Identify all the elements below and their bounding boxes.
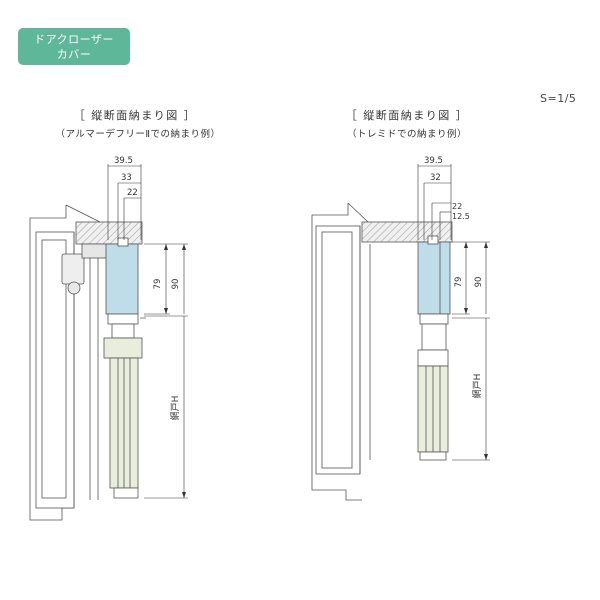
badge-line-2: カバー xyxy=(56,48,92,61)
left-screen-head xyxy=(103,337,143,359)
right-dim-22: 22 xyxy=(452,202,462,211)
left-dim-79: 79 xyxy=(153,279,163,290)
right-dim-90: 90 xyxy=(474,277,484,288)
right-dim-39-5: 39.5 xyxy=(424,156,443,166)
left-section-drawing xyxy=(29,164,188,521)
badge-line-1: ドアクローザー xyxy=(34,33,114,46)
right-dim-79: 79 xyxy=(454,277,464,288)
left-dim-33: 33 xyxy=(121,173,132,183)
left-dim-39-5: 39.5 xyxy=(114,156,133,166)
left-panel-subtitle: （アルマーデフリーⅡでの納まり例） xyxy=(55,129,221,140)
right-dim-32: 32 xyxy=(430,173,441,183)
left-closer-cover xyxy=(105,243,139,315)
left-dimension-lines xyxy=(107,164,188,499)
left-dim-22: 22 xyxy=(127,188,138,198)
product-badge: ドアクローザー カバー xyxy=(18,28,130,65)
left-lintel xyxy=(75,221,143,245)
right-dimension-lines xyxy=(417,164,490,461)
right-section-drawing xyxy=(311,164,490,501)
left-screen-height-label: 網戸H xyxy=(169,396,181,421)
right-panel-title: ［ 縦断面納まり図 ］ xyxy=(345,109,469,122)
left-dim-90: 90 xyxy=(171,279,181,290)
left-panel-title: ［ 縦断面納まり図 ］ xyxy=(73,109,197,122)
right-panel-subtitle: （トレミドでの納まり例） xyxy=(346,129,467,140)
right-lintel xyxy=(361,221,453,243)
left-door-closer xyxy=(61,253,85,285)
right-closer-cover xyxy=(417,241,451,315)
right-dim-12-5: 12.5 xyxy=(452,212,470,221)
scale-label: S=1/5 xyxy=(540,92,577,105)
right-screen-height-label: 網戸H xyxy=(471,374,483,399)
